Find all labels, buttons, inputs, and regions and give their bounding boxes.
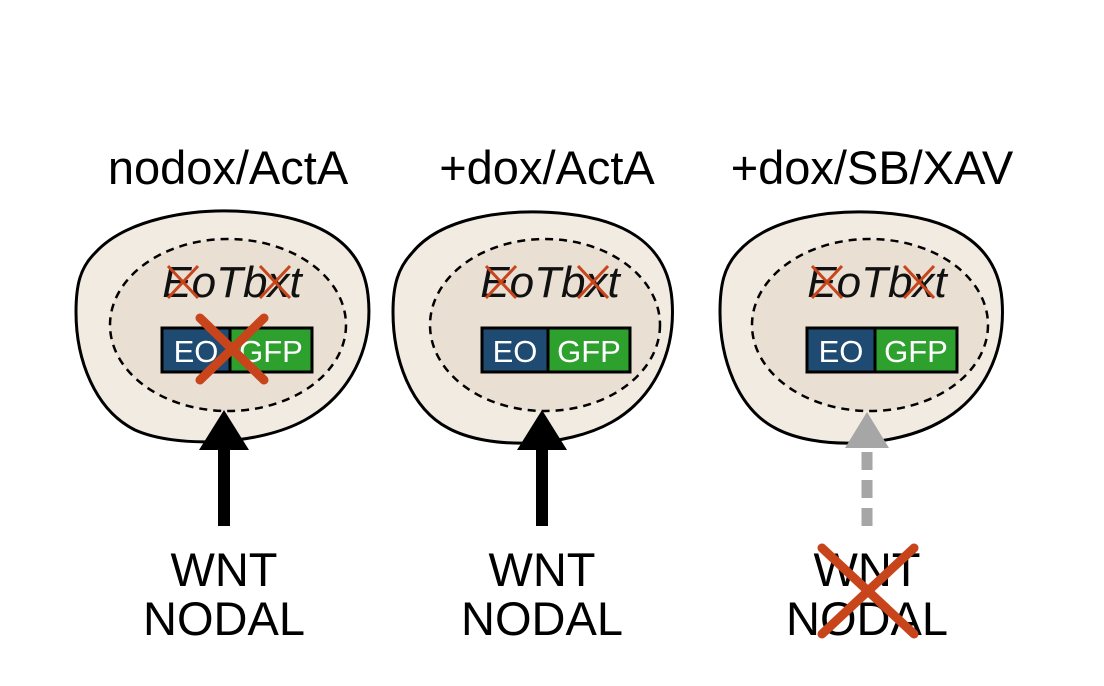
eo-label: EO bbox=[493, 334, 538, 369]
panel-dox-sb-xav: +dox/SB/XAV EoTbxt EO GFP WNT NODAL bbox=[718, 141, 1014, 645]
gene-label: EoTbxt bbox=[480, 258, 621, 307]
gene-knockout-cross bbox=[166, 264, 292, 300]
signal-nodal: NODAL bbox=[786, 592, 948, 645]
reporter-construct: EO GFP bbox=[805, 326, 959, 374]
signal-arrow bbox=[199, 410, 249, 526]
signal-wnt: WNT bbox=[170, 543, 277, 596]
condition-label: nodox/ActA bbox=[108, 141, 349, 194]
signal-nodal: NODAL bbox=[143, 592, 305, 645]
gene-knockout-cross bbox=[484, 264, 610, 300]
reporter-construct: EO GFP bbox=[480, 326, 632, 374]
signal-nodal: NODAL bbox=[461, 592, 623, 645]
signal-blocked-cross bbox=[817, 543, 919, 639]
signal-arrow-dashed bbox=[845, 412, 889, 526]
gene-label: EoTbxt bbox=[807, 258, 948, 307]
panel-dox-acta: +dox/ActA EoTbxt EO GFP WNT NODAL bbox=[391, 141, 674, 645]
gfp-label: GFP bbox=[884, 334, 948, 369]
panel-nodox-acta: nodox/ActA EoTbxt EO GFP WNT NODAL bbox=[74, 141, 371, 645]
signal-wnt: WNT bbox=[488, 543, 595, 596]
condition-label: +dox/SB/XAV bbox=[731, 141, 1014, 194]
gfp-label: GFP bbox=[557, 334, 621, 369]
reporter-construct: EO GFP bbox=[160, 326, 314, 374]
condition-label: +dox/ActA bbox=[439, 141, 655, 194]
signal-arrow bbox=[517, 410, 567, 526]
gene-knockout-cross bbox=[810, 264, 936, 300]
eo-label: EO bbox=[819, 334, 864, 369]
gene-label: EoTbxt bbox=[162, 258, 303, 307]
reporter-knockout-cross bbox=[195, 313, 269, 385]
